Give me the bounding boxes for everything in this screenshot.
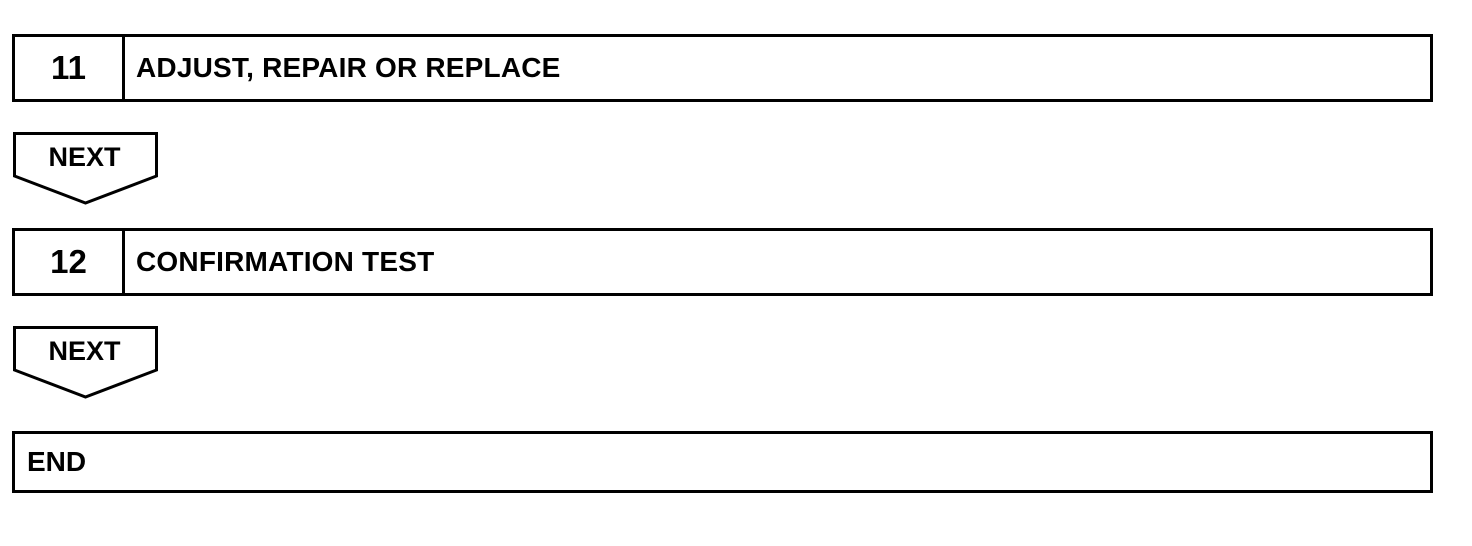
step-11-box: 11 ADJUST, REPAIR OR REPLACE: [12, 34, 1433, 102]
end-box: END: [12, 431, 1433, 493]
next-arrow-shape: [13, 132, 158, 205]
next-arrow-shape: [13, 326, 158, 399]
step-title: ADJUST, REPAIR OR REPLACE: [136, 52, 561, 83]
step-title: CONFIRMATION TEST: [136, 246, 435, 277]
next-label: NEXT: [48, 336, 121, 366]
next-label: NEXT: [48, 142, 121, 172]
step-number: 12: [15, 231, 125, 293]
step-number: 11: [15, 37, 125, 99]
step-12-box: 12 CONFIRMATION TEST: [12, 228, 1433, 296]
next-arrow-2: NEXT: [13, 326, 158, 400]
next-arrow-1: NEXT: [13, 132, 158, 206]
